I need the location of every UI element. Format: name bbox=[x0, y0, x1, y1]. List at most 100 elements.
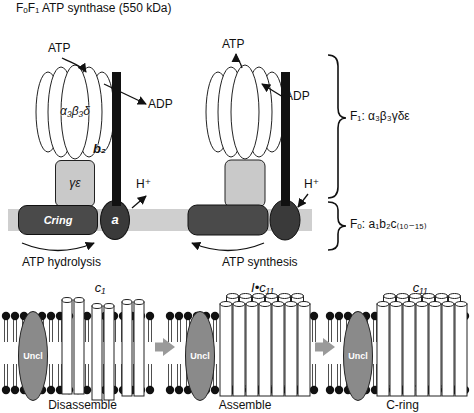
helices bbox=[62, 294, 467, 401]
lipid-head bbox=[326, 386, 334, 394]
flux-arrows bbox=[22, 54, 308, 251]
helix bbox=[377, 304, 389, 396]
assembly-stage: I•c₁₁ Assemble Uncl bbox=[175, 281, 315, 413]
figure-label: ADP bbox=[285, 90, 310, 104]
figure-label: ATP bbox=[48, 42, 70, 56]
helix-top bbox=[272, 302, 284, 307]
helix bbox=[390, 304, 402, 396]
helix-top bbox=[233, 302, 245, 307]
node-text: Assemble bbox=[175, 399, 315, 413]
node-text: C-ring bbox=[335, 399, 470, 413]
lipid-head bbox=[310, 386, 318, 394]
figure-label: ATP bbox=[222, 38, 244, 52]
alpha-beta-lobe bbox=[61, 65, 89, 159]
proton-arrow bbox=[298, 194, 308, 207]
helix-top bbox=[377, 302, 389, 307]
helix-top bbox=[92, 304, 102, 309]
helix bbox=[246, 304, 258, 396]
figure-label: ADP bbox=[148, 98, 173, 112]
helix-top bbox=[259, 302, 271, 307]
assembly-stage: c₁DisassembleUncl bbox=[10, 281, 155, 413]
lipid-head bbox=[2, 386, 10, 394]
node-text: Cring bbox=[44, 214, 73, 227]
lipid-head bbox=[211, 312, 219, 320]
c-ring: Cring bbox=[18, 205, 98, 235]
lipid-head bbox=[11, 386, 19, 394]
helix-top bbox=[384, 294, 396, 299]
f1-heads bbox=[36, 65, 284, 159]
lipid-head bbox=[335, 386, 343, 394]
figure-label: H⁺ bbox=[304, 178, 319, 192]
helix-top bbox=[455, 302, 467, 307]
helix-top bbox=[436, 294, 448, 299]
helix bbox=[455, 304, 467, 396]
helix bbox=[442, 304, 454, 396]
helix-top bbox=[279, 294, 291, 299]
uncl-protein: Uncl bbox=[18, 311, 48, 401]
node-text: c₁₁ bbox=[370, 281, 470, 296]
helix-top bbox=[442, 302, 454, 307]
figure-label: Fₒ: a₁b₂c₍₁₀₋₁₅₎ bbox=[350, 218, 427, 232]
helix bbox=[233, 304, 245, 396]
helix-top bbox=[246, 302, 258, 307]
lipid-head bbox=[175, 312, 183, 320]
uncl-protein: Uncl bbox=[185, 311, 215, 401]
node-text: Uncl bbox=[23, 351, 43, 361]
helix-top bbox=[122, 300, 132, 305]
helix-top bbox=[220, 302, 232, 307]
helix bbox=[272, 304, 284, 396]
helix bbox=[62, 300, 72, 394]
helix-top bbox=[429, 302, 441, 307]
node-text: Uncl bbox=[190, 351, 210, 361]
helix-top bbox=[416, 302, 428, 307]
alpha-beta-lobe bbox=[231, 65, 259, 159]
helix-top bbox=[134, 300, 144, 305]
helix-top bbox=[104, 304, 114, 309]
lipid-head bbox=[211, 386, 219, 394]
brace bbox=[328, 202, 346, 250]
helix-top bbox=[227, 294, 239, 299]
helix bbox=[122, 302, 132, 396]
lipid-head bbox=[47, 312, 55, 320]
helix bbox=[416, 304, 428, 396]
b-stalk: b₂ bbox=[112, 72, 121, 206]
figure-title: FₒF₁ ATP synthase (550 kDa) bbox=[16, 2, 172, 16]
node-text: I•c₁₁ bbox=[210, 281, 315, 296]
helix bbox=[285, 304, 297, 396]
node-text: a bbox=[111, 213, 118, 228]
lipid-head bbox=[166, 386, 174, 394]
node-text: α₃β₃δ bbox=[60, 105, 90, 119]
helix bbox=[74, 300, 84, 394]
proton-arrow bbox=[132, 196, 146, 208]
lipid-head bbox=[175, 386, 183, 394]
lipid-head bbox=[166, 312, 174, 320]
brace bbox=[328, 55, 346, 198]
lipid-head bbox=[2, 312, 10, 320]
helix bbox=[104, 306, 114, 400]
lipid-head bbox=[47, 386, 55, 394]
node-text: γε bbox=[69, 177, 80, 191]
helix bbox=[403, 304, 415, 396]
process-arrow bbox=[155, 343, 163, 352]
helix-top bbox=[403, 302, 415, 307]
helix bbox=[220, 304, 232, 396]
helix bbox=[134, 302, 144, 396]
assembly-stage: c₁₁ C-ring Uncl bbox=[335, 281, 470, 413]
node-text: Uncl bbox=[348, 351, 368, 361]
helix-top bbox=[449, 294, 461, 299]
figure-label: F₁: α₃β₃γδε bbox=[350, 110, 410, 124]
lipid-head bbox=[335, 312, 343, 320]
helix-top bbox=[74, 298, 84, 303]
uncl-protein: Uncl bbox=[343, 311, 373, 401]
atp-arrow bbox=[236, 54, 242, 68]
membrane-scene bbox=[2, 294, 469, 401]
helix-top bbox=[298, 302, 310, 307]
process-arrow bbox=[315, 343, 323, 352]
lipid-head bbox=[11, 312, 19, 320]
a-subunit: a bbox=[100, 200, 130, 240]
helix bbox=[298, 304, 310, 396]
lipid-head bbox=[310, 312, 318, 320]
adp-arrow bbox=[104, 84, 146, 104]
node-text: c₁ bbox=[45, 281, 155, 296]
helix-top bbox=[62, 298, 72, 303]
